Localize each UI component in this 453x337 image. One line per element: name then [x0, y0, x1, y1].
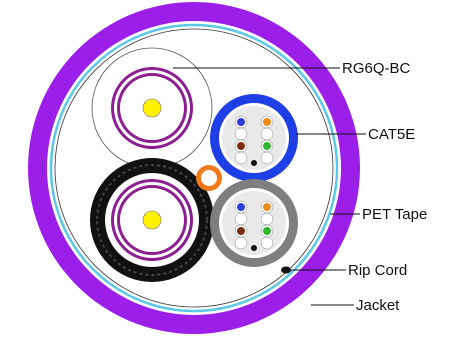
twisted-pairs-gray-cable	[234, 200, 274, 251]
label-rg6q-bc: RG6Q-BC	[342, 60, 411, 77]
label-pet-tape: PET Tape	[362, 206, 427, 223]
label-cat5e: CAT5E	[368, 126, 415, 143]
callout-lines	[173, 67, 366, 306]
outer-jacket	[28, 2, 360, 334]
rip-cord-center	[196, 165, 222, 191]
pet-tape-ring	[49, 23, 339, 313]
label-rip-cord: Rip Cord	[348, 262, 407, 279]
rg6q-bc-coax-top	[91, 47, 213, 169]
rip-cord-marker	[281, 266, 291, 274]
cat5e-cable-gray	[210, 179, 298, 267]
rg6q-bc-coax-bottom	[90, 158, 214, 282]
cat5e-cable-blue	[210, 94, 298, 182]
label-jacket: Jacket	[356, 297, 400, 314]
twisted-pairs-blue-cable	[234, 115, 274, 166]
